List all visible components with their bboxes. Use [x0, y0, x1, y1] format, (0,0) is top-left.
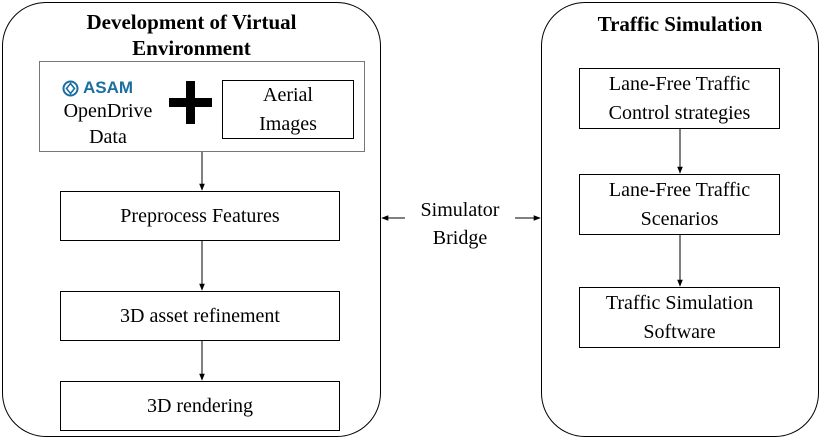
control-strategies-box: Lane-Free Traffic Control strategies	[579, 68, 780, 129]
asset-refinement-box: 3D asset refinement	[60, 291, 340, 341]
simulation-software-box: Traffic Simulation Software	[579, 287, 780, 348]
asam-logo-icon	[62, 80, 79, 96]
asam-logo-text: ASAM	[83, 78, 134, 97]
opendrive-data-label: OpenDrive Data	[63, 100, 153, 148]
aerial-images-box: Aerial Images	[222, 80, 354, 139]
preprocess-features-box: Preprocess Features	[60, 191, 340, 241]
rendering-box: 3D rendering	[60, 381, 340, 431]
virtual-environment-title: Development of Virtual Environment	[86, 10, 297, 60]
simulator-bridge-label: Simulator Bridge	[420, 199, 500, 249]
plus-icon-vertical	[186, 81, 195, 124]
traffic-scenarios-box: Lane-Free Traffic Scenarios	[579, 174, 780, 235]
traffic-simulation-title: Traffic Simulation	[597, 12, 763, 36]
asam-logo: ASAM	[62, 78, 133, 98]
